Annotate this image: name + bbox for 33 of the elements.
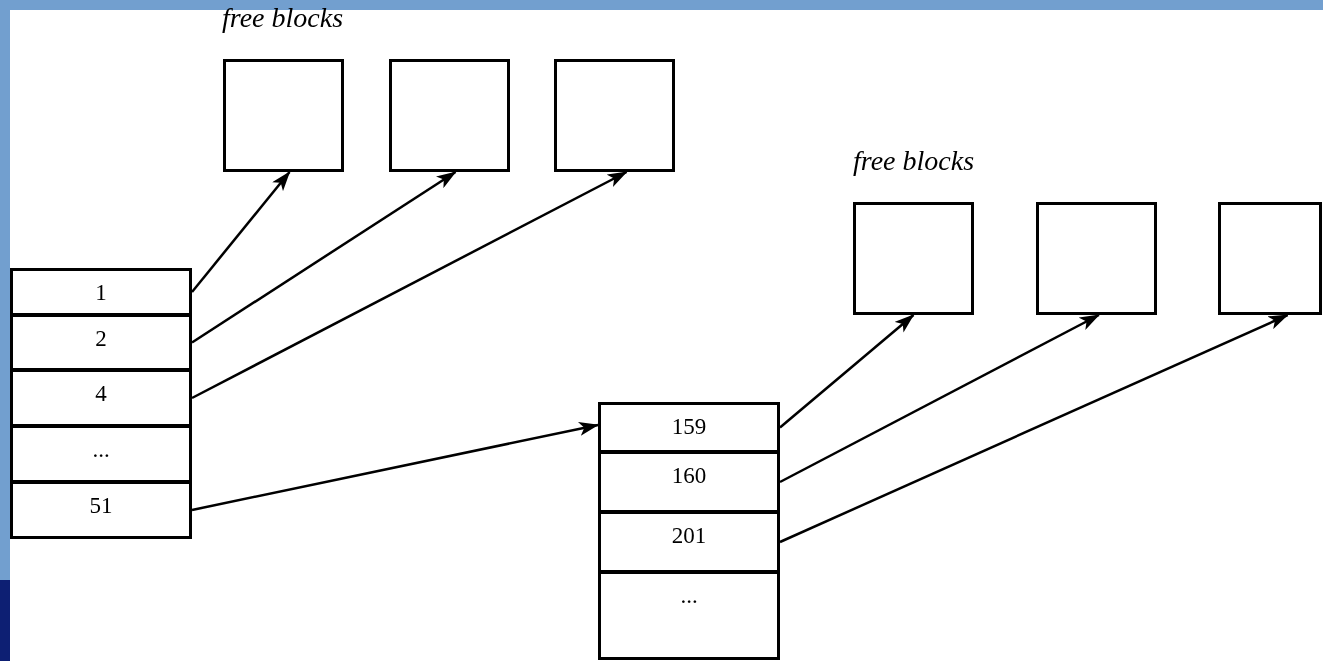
row-number: 51 <box>89 494 113 517</box>
row-number: 4 <box>95 382 107 405</box>
free-block <box>554 59 675 172</box>
arrow <box>191 422 599 512</box>
arrow <box>191 171 291 293</box>
table-row <box>598 451 780 513</box>
row-number: 159 <box>671 415 707 438</box>
row-number: ... <box>92 438 110 461</box>
table-row <box>598 571 780 660</box>
table-row <box>10 369 192 427</box>
free-block <box>1218 202 1322 315</box>
row-number: 160 <box>671 464 707 487</box>
table-row <box>10 268 192 316</box>
table-row <box>598 511 780 573</box>
arrow <box>191 170 628 400</box>
arrow <box>779 313 1100 484</box>
arrow <box>191 170 457 344</box>
table-row <box>10 314 192 371</box>
row-number: 2 <box>95 327 107 350</box>
table-row <box>598 402 780 453</box>
free-block <box>223 59 344 172</box>
group-caption: free blocks <box>222 4 344 32</box>
group-caption: free blocks <box>853 147 975 175</box>
free-block <box>853 202 974 315</box>
arrow <box>779 314 915 429</box>
arrow <box>779 313 1289 544</box>
free-block <box>1036 202 1157 315</box>
row-number: 1 <box>95 281 107 304</box>
table-row <box>10 481 192 539</box>
row-number: 201 <box>671 524 707 547</box>
row-number: ... <box>680 584 698 607</box>
table-row <box>10 425 192 483</box>
free-block <box>389 59 510 172</box>
